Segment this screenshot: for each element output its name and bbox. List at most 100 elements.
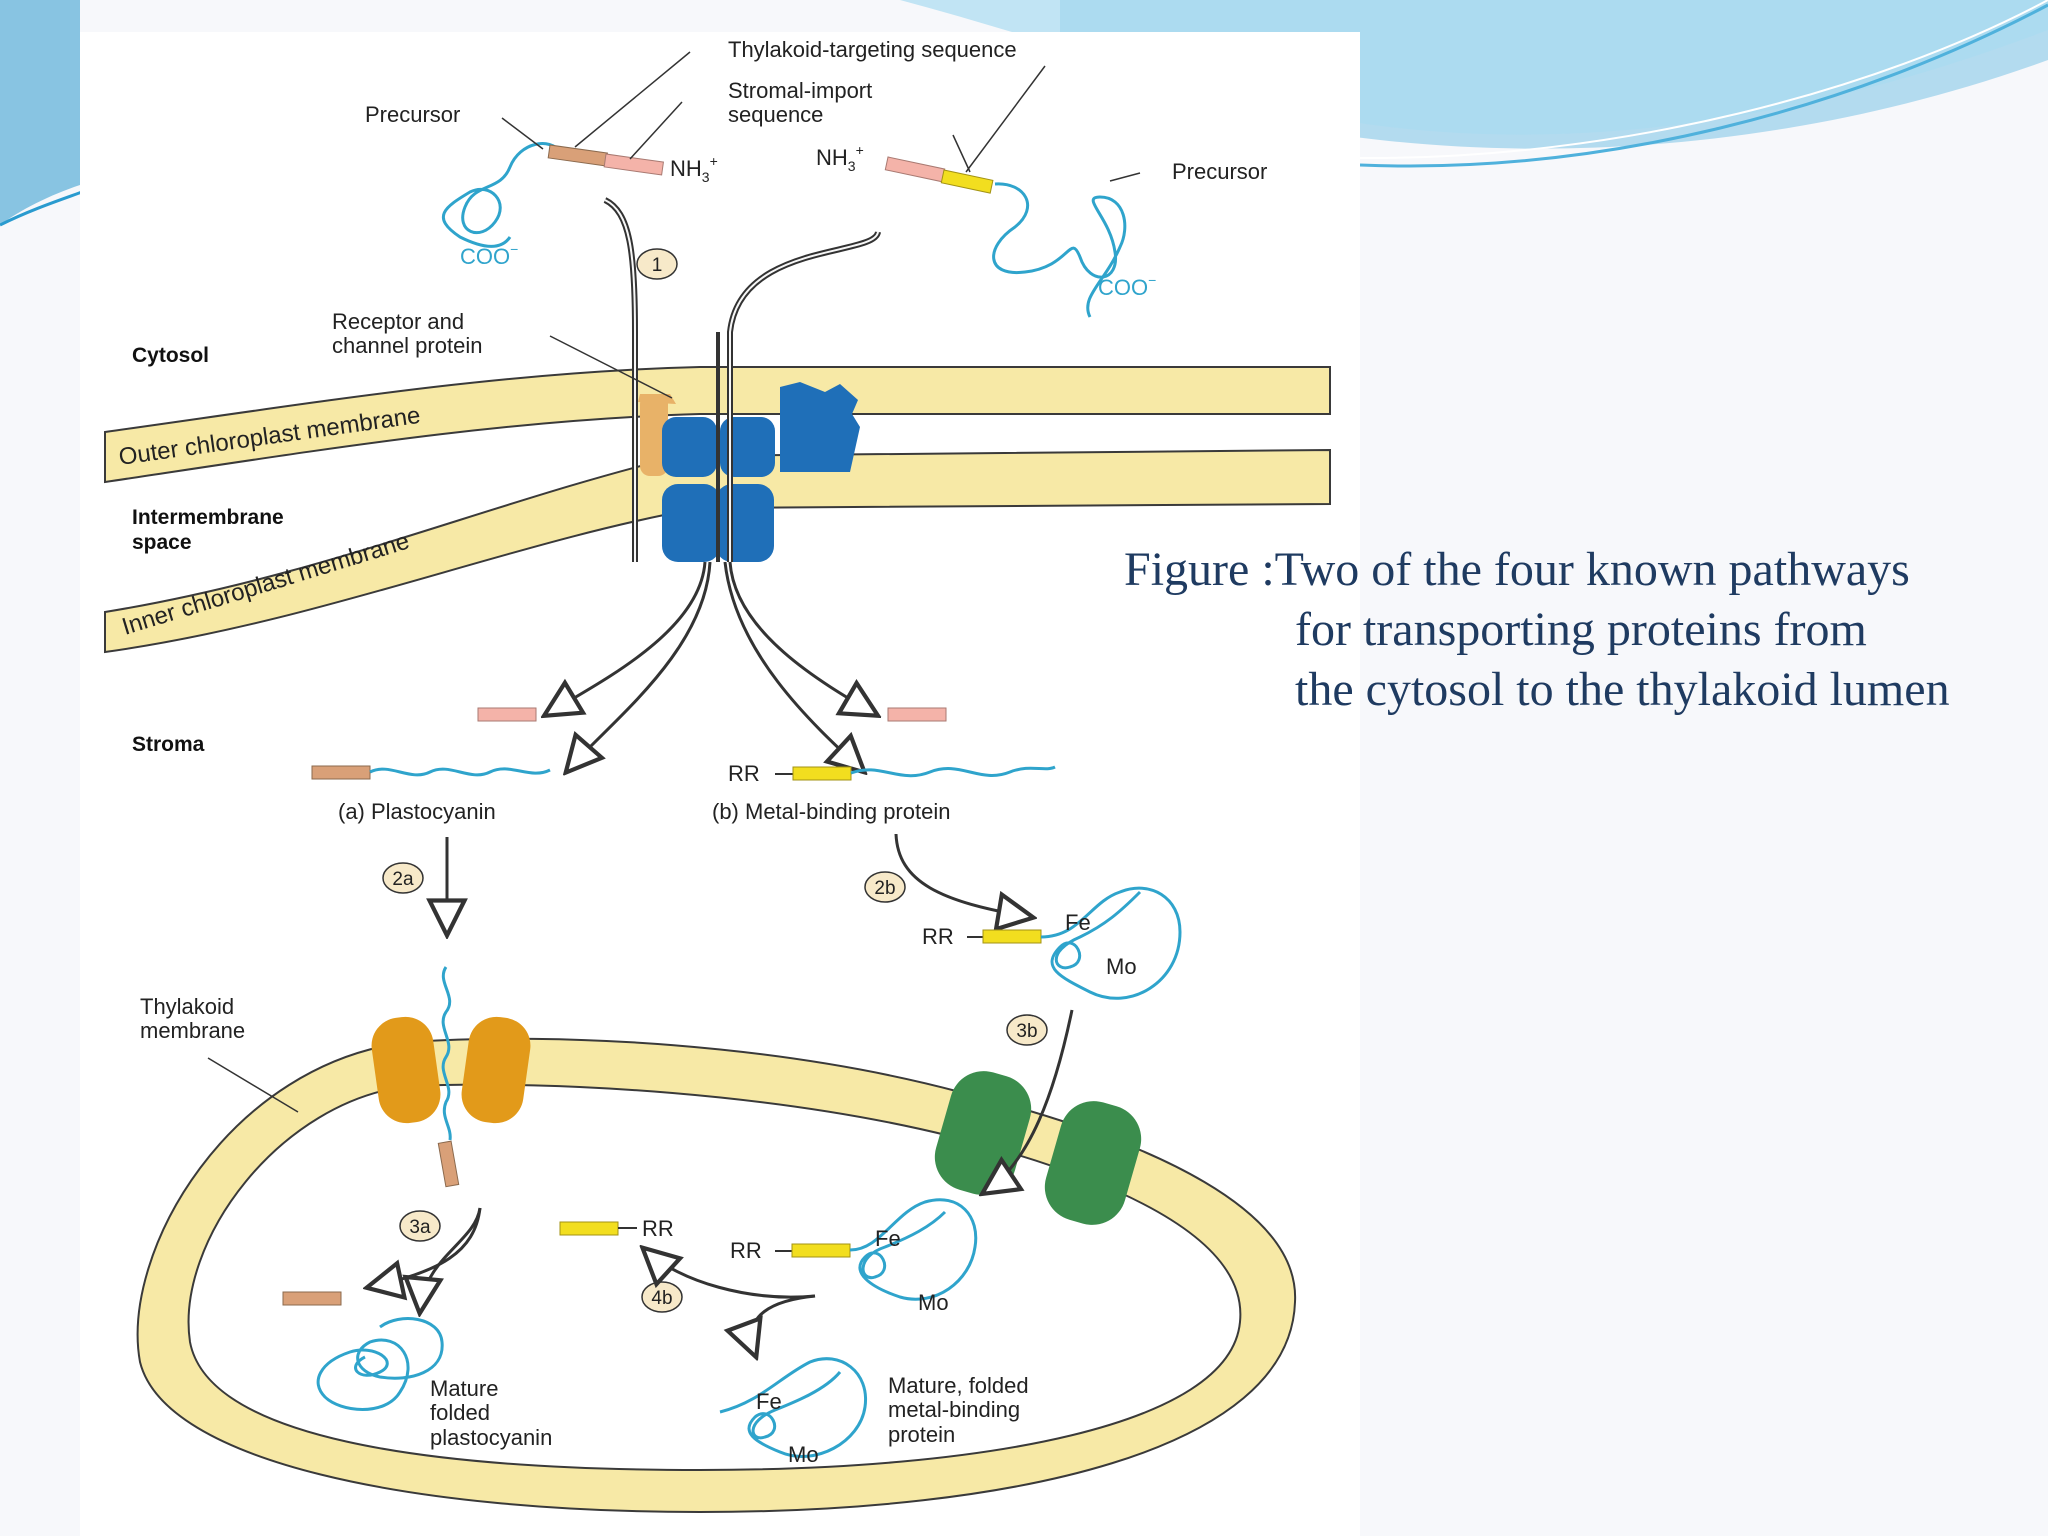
arrow-to-cleaved-right: [728, 561, 875, 714]
arrow-4b-to-rr: [645, 1250, 816, 1299]
stromal-seq-left: [603, 153, 665, 176]
label-thylakoid-membrane-1: Thylakoid: [140, 994, 234, 1019]
inner-channel-left: [662, 484, 720, 562]
figure-caption: Figure :Two of the four known pathways f…: [1124, 540, 2044, 720]
nh3-left-sub: 3: [702, 169, 710, 185]
arrow-3b: [985, 1009, 1074, 1192]
nh3-left-text: NH: [670, 156, 702, 181]
coo-left-sup: −: [510, 241, 518, 257]
import-chain-right-inner: [729, 231, 879, 562]
step-badge-3b: [1006, 1014, 1048, 1046]
nh3-left-sup: +: [710, 153, 718, 169]
label-thylakoid-membrane-2: membrane: [140, 1018, 245, 1043]
leader-receptor: [549, 335, 673, 399]
label-mature-metal-1: Mature, folded: [888, 1373, 1029, 1398]
stromal-seq-right: [884, 156, 946, 183]
leader-thylakoid-membrane: [207, 1057, 299, 1113]
nh3-right-text: NH: [816, 145, 848, 170]
label-mature-plasto-1: Mature: [430, 1376, 498, 1401]
thylakoid-membrane: [136, 1037, 1297, 1514]
arrow-3a-to-mature: [420, 1207, 482, 1310]
swoosh-line-2: [1359, 0, 2048, 160]
outer-channel-left: [662, 417, 717, 477]
arrow-4b-to-mature: [751, 1294, 816, 1354]
thylakoid-seq-in-channel: [437, 1140, 460, 1188]
mature-metal-protein: [719, 1357, 868, 1458]
metal-protein-chain: [850, 765, 1056, 778]
label-rr-3: RR: [642, 1216, 674, 1241]
nh3-right-sup: +: [856, 142, 864, 158]
thylakoid-channel-green-right: [1044, 1101, 1142, 1225]
outer-chloroplast-membrane: [104, 366, 1331, 484]
label-coo-left: COO−: [460, 241, 518, 269]
label-stromal-import-2: sequence: [728, 102, 823, 127]
label-receptor-1: Receptor and: [332, 309, 464, 334]
plastocyanin-through-channel: [441, 966, 452, 1141]
outer-channel-right: [720, 417, 775, 477]
label-precursor-left: Precursor: [365, 102, 460, 127]
cleaved-thylakoid-seq: [282, 1291, 342, 1306]
label-mo-3: Mo: [788, 1442, 819, 1467]
swoosh-line-1: [1359, 3, 2048, 168]
caption-line-3: the cytosol to the thylakoid lumen: [1295, 663, 1950, 716]
label-cytosol: Cytosol: [132, 344, 209, 367]
left-swoosh-band: [0, 0, 80, 225]
arrow-to-plastocyanin: [568, 561, 712, 770]
leader-thylakoid-seq-left: [574, 51, 691, 148]
label-fe-3: Fe: [756, 1389, 782, 1414]
thylakoid-seq-left: [547, 144, 609, 167]
label-nh3-right: NH3+: [816, 142, 864, 174]
leader-precursor-right-2: [952, 134, 971, 173]
leader-stromal-seq: [629, 101, 683, 160]
caption-line-1: Figure :Two of the four known pathways: [1124, 543, 1910, 596]
step-badge-3a: [399, 1210, 441, 1242]
label-fe-2: Fe: [875, 1226, 901, 1251]
label-nh3-left: NH3+: [670, 153, 718, 185]
rr-seq-2: [982, 929, 1042, 944]
thylakoid-channel-green-left: [934, 1071, 1032, 1195]
cleaved-stromal-seq-left: [477, 707, 537, 722]
thylakoid-seq-right: [940, 169, 994, 194]
label-thylakoid-targeting: Thylakoid-targeting sequence: [728, 37, 1017, 62]
arrow-to-cleaved-left: [547, 561, 707, 714]
folded-metal-stroma: [1040, 886, 1182, 1000]
precursor-left-coil: [441, 142, 562, 248]
label-rr-4: RR: [730, 1238, 762, 1263]
thylakoid-channel-orange-left: [371, 1016, 441, 1124]
step-label-3a: 3a: [409, 1217, 431, 1238]
step-badge-2a: [382, 862, 424, 894]
receptor-blue-large: [780, 382, 860, 472]
label-metal-binding: (b) Metal-binding protein: [712, 799, 950, 824]
protein-transport-diagram: Thylakoid-targeting sequence Stromal-imp…: [104, 37, 1331, 1514]
coo-right-text: COO: [1098, 275, 1148, 300]
leader-thylakoid-seq-right: [965, 65, 1046, 173]
folded-metal-lumen: [849, 1198, 978, 1301]
arrow-3a-to-seq: [370, 1207, 482, 1287]
coo-right-sup: −: [1148, 272, 1156, 288]
plastocyanin-chain: [369, 767, 551, 777]
label-mo-2: Mo: [918, 1290, 949, 1315]
step-badge-1: [636, 248, 678, 280]
label-coo-right: COO−: [1098, 272, 1156, 300]
step-label-2b: 2b: [874, 878, 895, 899]
label-mo-1: Mo: [1106, 954, 1137, 979]
arrow-to-metal-protein: [723, 561, 862, 770]
caption-line-2: for transporting proteins from: [1295, 603, 1867, 656]
label-receptor-2: channel protein: [332, 333, 482, 358]
label-fe-1: Fe: [1065, 910, 1091, 935]
cleaved-stromal-seq-right: [887, 707, 947, 722]
inner-channel-right: [716, 484, 774, 562]
plastocyanin-seq: [311, 765, 371, 780]
step-label-1: 1: [652, 255, 663, 276]
label-plastocyanin: (a) Plastocyanin: [338, 799, 496, 824]
label-mature-plasto-3: plastocyanin: [430, 1425, 552, 1450]
left-swoosh-line: [0, 190, 83, 227]
receptor-orange-top: [638, 394, 676, 404]
label-stroma: Stroma: [132, 733, 205, 756]
step-label-3b: 3b: [1016, 1021, 1037, 1042]
step-badge-2b: [864, 871, 906, 903]
arrow-2b: [894, 833, 1030, 917]
label-rr-2: RR: [922, 924, 954, 949]
label-mature-metal-2: metal-binding: [888, 1397, 1020, 1422]
cleaved-rr-seq: [559, 1221, 619, 1236]
